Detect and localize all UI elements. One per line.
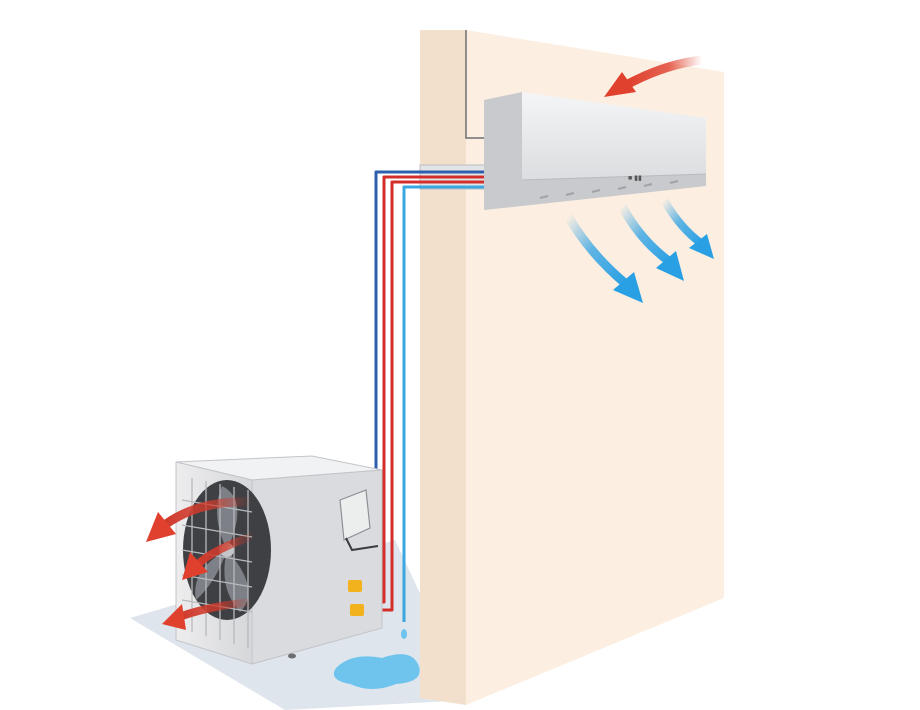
power-cable xyxy=(465,30,486,139)
wall-edge xyxy=(420,30,466,705)
exhaust-arrowhead-2 xyxy=(182,552,208,580)
cool-air-stream-1 xyxy=(563,211,631,289)
indoor-unit-side xyxy=(484,92,522,210)
fan-blade-3 xyxy=(195,550,227,600)
cool-supply-air-arrows xyxy=(563,196,714,303)
water-puddle xyxy=(333,629,420,689)
cool-air-arrowhead-1 xyxy=(613,272,643,303)
fan-blade-2 xyxy=(224,550,249,612)
hot-exhaust-air-arrows xyxy=(146,497,258,630)
warm-air-arrowhead xyxy=(604,72,636,97)
cool-air-arrowhead-2 xyxy=(656,251,684,281)
liquid-line-hot-2 xyxy=(374,180,486,612)
exhaust-arrowhead-3 xyxy=(162,604,186,630)
service-valves xyxy=(348,580,364,616)
warm-return-air-arrow xyxy=(604,55,707,97)
exhaust-arrowhead-1 xyxy=(146,512,176,542)
service-valve-lower xyxy=(350,604,364,616)
puddle-shape xyxy=(333,654,420,689)
drain-plug xyxy=(288,653,296,659)
outdoor-unit xyxy=(175,455,383,665)
drain-line xyxy=(402,185,486,622)
indoor-unit-front xyxy=(522,92,706,180)
indoor-unit-display: ■ ▮▮ xyxy=(628,175,642,182)
water-drop xyxy=(401,629,407,639)
exhaust-stream-3 xyxy=(178,598,256,620)
service-valve-upper xyxy=(348,580,362,592)
service-cover-panel xyxy=(339,489,371,541)
exhaust-stream-1 xyxy=(161,497,257,529)
service-cable xyxy=(345,537,379,552)
indoor-unit-seam xyxy=(521,173,707,181)
indoor-unit-bottom xyxy=(522,174,706,206)
warm-air-stream xyxy=(623,55,707,89)
indoor-unit: ■ ▮▮ xyxy=(484,92,707,210)
louver-vents xyxy=(539,180,679,199)
service-cover xyxy=(339,489,379,552)
cool-air-arrowhead-3 xyxy=(689,234,714,259)
cool-air-stream-2 xyxy=(617,201,675,267)
exhaust-stream-2 xyxy=(194,532,258,568)
